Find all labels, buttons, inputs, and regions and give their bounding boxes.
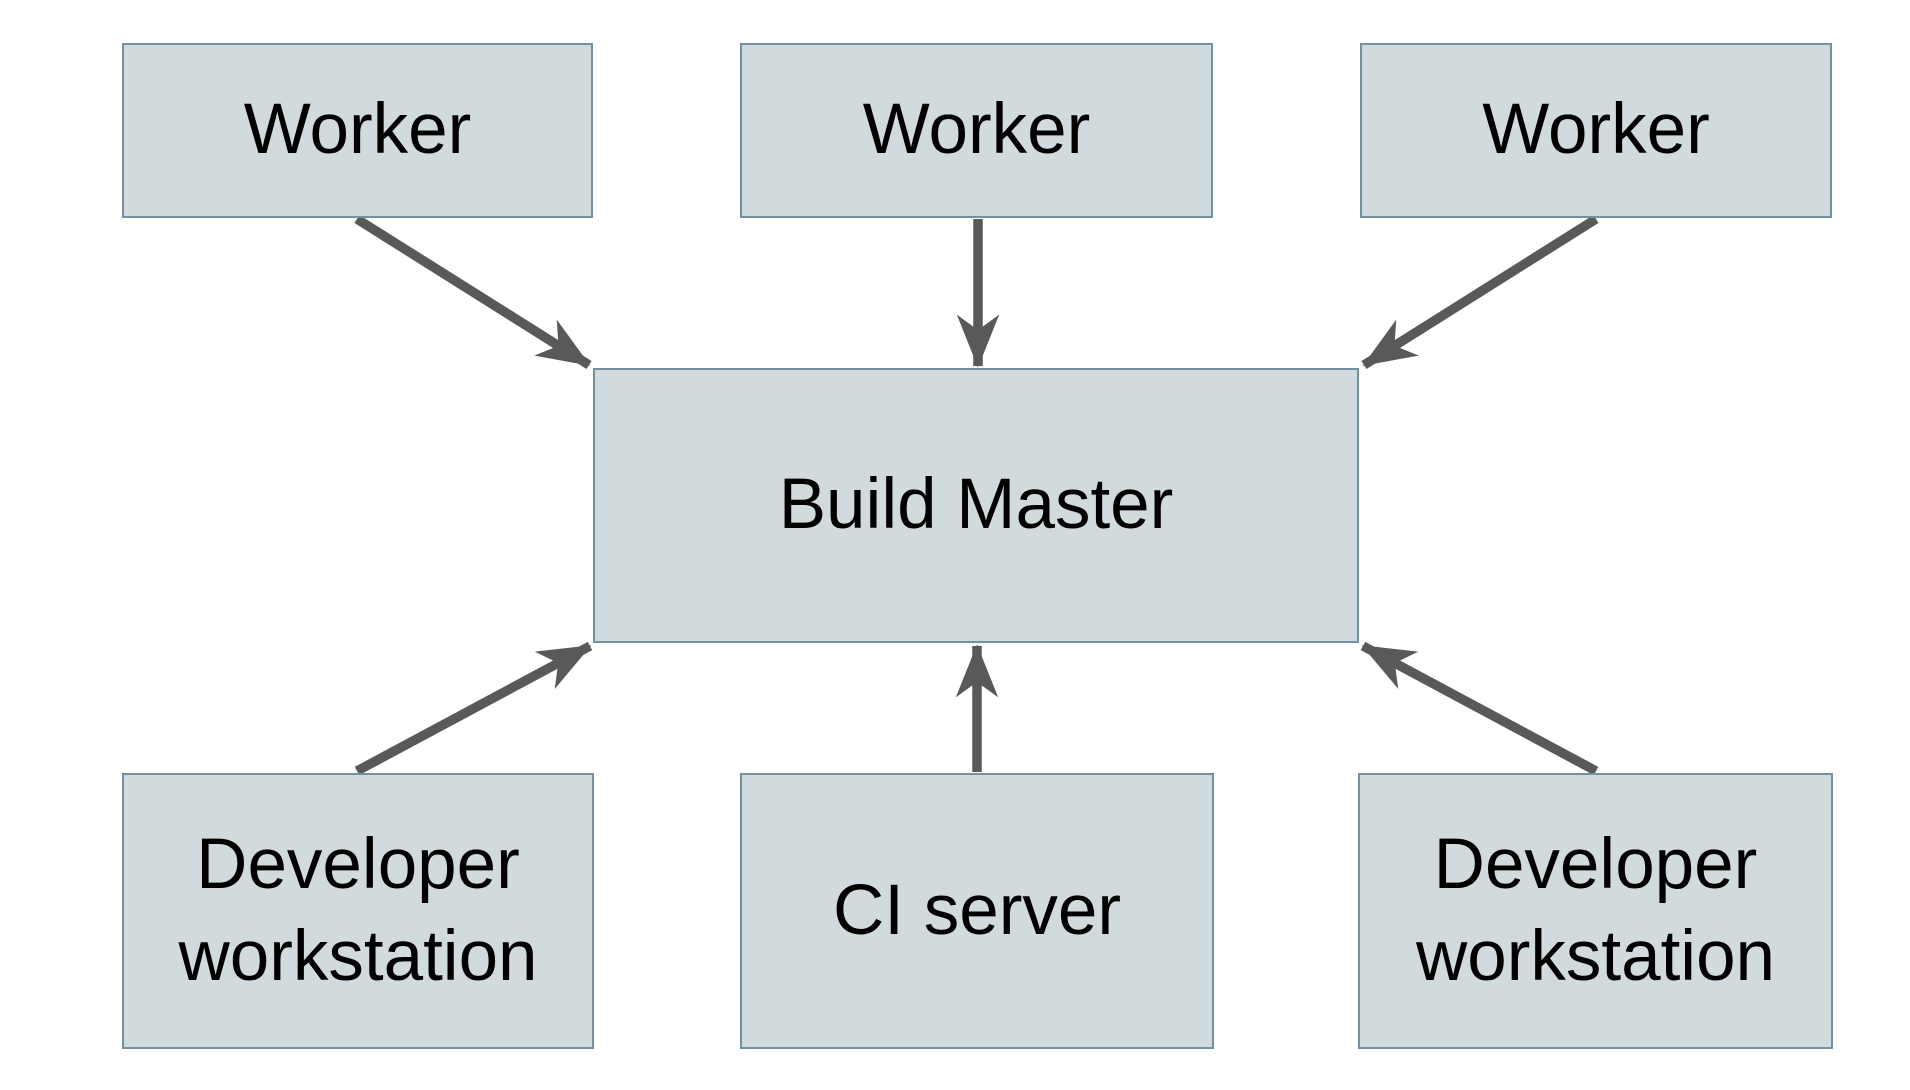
edge-worker-3-to-build-master (1361, 214, 1599, 370)
node-label-developer-workstation-right: Developer workstation (1415, 824, 1776, 996)
node-developer-workstation-left: Developer workstation (122, 773, 594, 1049)
edge-developer-workstation-left-to-build-master (354, 641, 593, 776)
node-ci-server: CI server (740, 773, 1214, 1049)
node-developer-workstation-right: Developer workstation (1358, 773, 1833, 1049)
node-worker-2: Worker (740, 43, 1213, 218)
node-label-developer-workstation-left: Developer workstation (178, 824, 538, 996)
node-build-master: Build Master (593, 368, 1359, 643)
node-label-worker-2: Worker (862, 90, 1091, 170)
node-worker-3: Worker (1360, 43, 1832, 218)
node-label-worker-3: Worker (1482, 90, 1710, 170)
node-label-ci-server: CI server (833, 870, 1121, 950)
node-label-build-master: Build Master (778, 465, 1174, 545)
node-label-worker-1: Worker (243, 90, 472, 170)
edge-worker-1-to-build-master (354, 214, 592, 370)
node-worker-1: Worker (122, 43, 593, 218)
edge-developer-workstation-right-to-build-master (1360, 641, 1599, 776)
